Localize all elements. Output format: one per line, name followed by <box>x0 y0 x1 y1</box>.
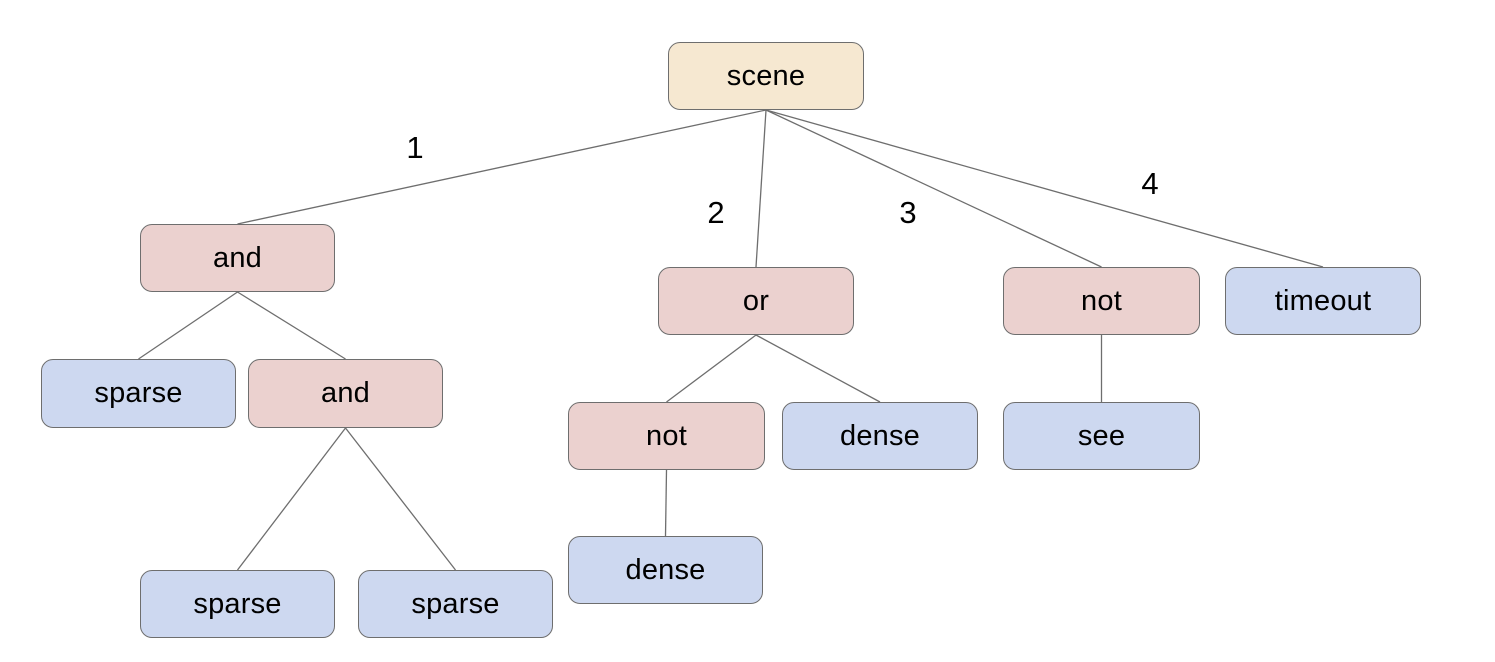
tree-node-timeout: timeout <box>1225 267 1421 335</box>
edge-scene-timeout <box>765 109 1324 268</box>
tree-node-and1: and <box>140 224 335 292</box>
edge-label-2: 2 <box>707 195 725 230</box>
tree-node-sparse2: sparse <box>140 570 335 638</box>
edge-and2-sparse3 <box>344 427 457 571</box>
edge-or1-dense1 <box>755 334 881 403</box>
tree-node-dense2: dense <box>568 536 763 604</box>
edge-label-1: 1 <box>406 130 424 165</box>
tree-node-sparse3: sparse <box>358 570 553 638</box>
edge-and1-and2 <box>237 291 346 360</box>
edge-and1-sparse1 <box>138 291 238 360</box>
tree-node-or1: or <box>658 267 854 335</box>
edge-scene-and1 <box>237 109 767 225</box>
tree-node-scene: scene <box>668 42 864 110</box>
edge-label-4: 4 <box>1141 166 1159 201</box>
tree-node-sparse1: sparse <box>41 359 236 428</box>
tree-node-see1: see <box>1003 402 1200 470</box>
tree-node-not2: not <box>568 402 765 470</box>
tree-node-not1: not <box>1003 267 1200 335</box>
edge-and2-sparse2 <box>236 427 347 571</box>
edge-scene-or1 <box>755 109 767 268</box>
tree-node-dense1: dense <box>782 402 978 470</box>
tree-node-and2: and <box>248 359 443 428</box>
edge-or1-not2 <box>666 334 757 403</box>
edge-scene-not1 <box>765 109 1102 268</box>
edge-label-3: 3 <box>899 195 917 230</box>
edge-not2-dense2 <box>664 469 668 537</box>
